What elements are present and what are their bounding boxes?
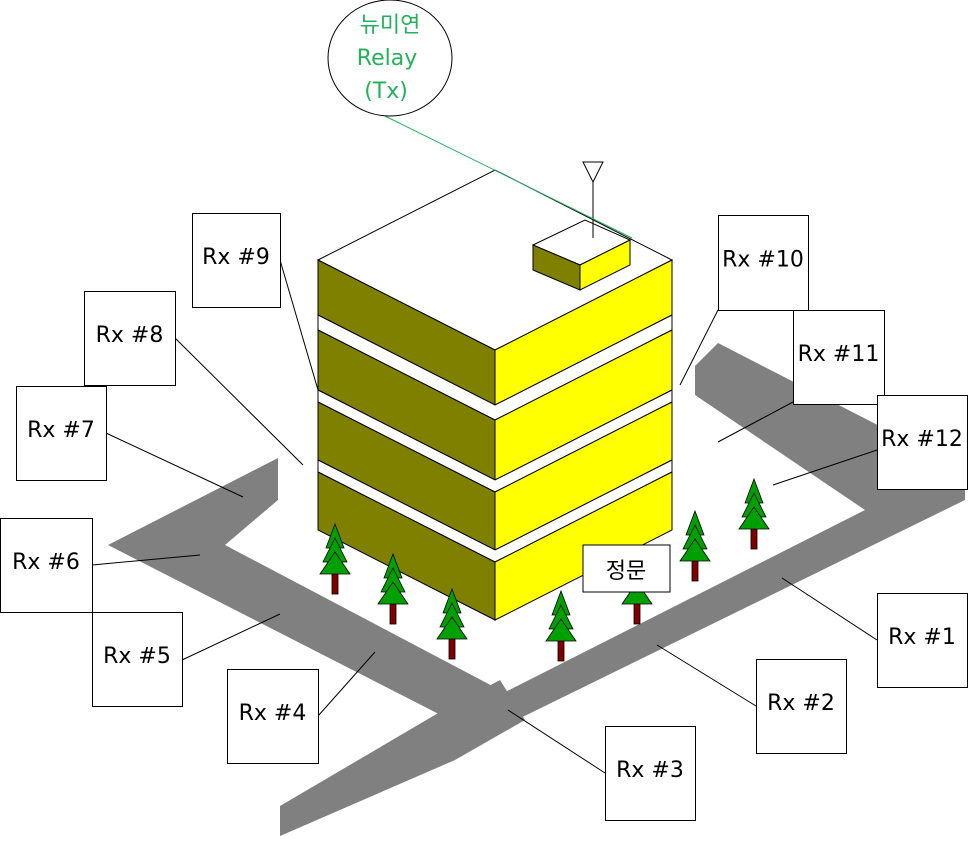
receiver-box-rx2: Rx #2 [756, 659, 847, 754]
receiver-label-rx4: Rx #4 [239, 701, 307, 726]
tree-icon [436, 587, 468, 660]
receiver-box-rx4: Rx #4 [227, 669, 319, 764]
gate-box: 정문 [582, 544, 671, 593]
leader-rx2 [656, 644, 757, 707]
gate-label: 정문 [606, 559, 646, 584]
leader-rx9 [279, 259, 319, 391]
tree-icon [679, 509, 711, 582]
receiver-label-rx7: Rx #7 [27, 418, 95, 443]
relay-line [384, 115, 633, 239]
relay-line1: 뉴미연 [360, 13, 421, 38]
receiver-box-rx7: Rx #7 [16, 386, 107, 481]
rooftop-box-right [579, 239, 631, 291]
leader-rx3 [507, 709, 606, 774]
receiver-box-rx5: Rx #5 [92, 612, 183, 707]
leader-rx1 [781, 577, 878, 641]
leader-rx10 [679, 309, 719, 386]
receiver-leader-lines [91, 259, 878, 774]
relay-line3: (Tx) [364, 79, 408, 104]
leader-rx7 [105, 432, 244, 498]
receiver-label-rx6: Rx #6 [12, 550, 80, 575]
tree-icon [545, 589, 577, 662]
tree-icon [319, 522, 351, 595]
receiver-box-rx12: Rx #12 [877, 395, 968, 490]
receiver-box-rx1: Rx #1 [877, 593, 968, 688]
receiver-box-rx8: Rx #8 [84, 291, 176, 386]
receiver-box-rx11: Rx #11 [793, 310, 885, 405]
receiver-label-rx11: Rx #11 [798, 342, 880, 367]
receiver-label-rx8: Rx #8 [96, 323, 164, 348]
building [316, 161, 674, 621]
antenna-icon [582, 161, 604, 238]
receiver-label-rx5: Rx #5 [103, 644, 171, 669]
road-lower-strip [280, 680, 525, 836]
receiver-label-rx10: Rx #10 [722, 248, 804, 273]
leader-rx6 [91, 554, 201, 566]
roads [108, 343, 965, 836]
receiver-box-rx10: Rx #10 [718, 215, 809, 311]
receiver-box-rx9: Rx #9 [192, 213, 281, 308]
trees [319, 477, 770, 662]
relay-line2: Relay [357, 46, 417, 71]
receiver-label-rx3: Rx #3 [616, 758, 684, 783]
receiver-label-rx9: Rx #9 [202, 245, 270, 270]
receiver-box-rx3: Rx #3 [605, 726, 696, 821]
leader-rx12 [772, 449, 878, 486]
tree-icon [377, 552, 409, 625]
tree-icon [738, 477, 770, 550]
leader-rx4 [317, 651, 376, 717]
leader-rx5 [181, 613, 281, 661]
receiver-label-rx12: Rx #12 [881, 427, 963, 452]
receiver-box-rx6: Rx #6 [0, 518, 93, 613]
receiver-label-rx1: Rx #1 [888, 625, 956, 650]
leader-rx11 [717, 401, 794, 443]
leader-rx8 [174, 337, 304, 466]
receiver-boxes: Rx #1 Rx #2 Rx #3 Rx #4 Rx #5 Rx #6 Rx #7 Rx #8… [0, 213, 968, 821]
receiver-label-rx2: Rx #2 [767, 691, 835, 716]
relay-bubble: 뉴미연 Relay (Tx) [327, 0, 633, 239]
road-main-diagonal [108, 458, 505, 730]
